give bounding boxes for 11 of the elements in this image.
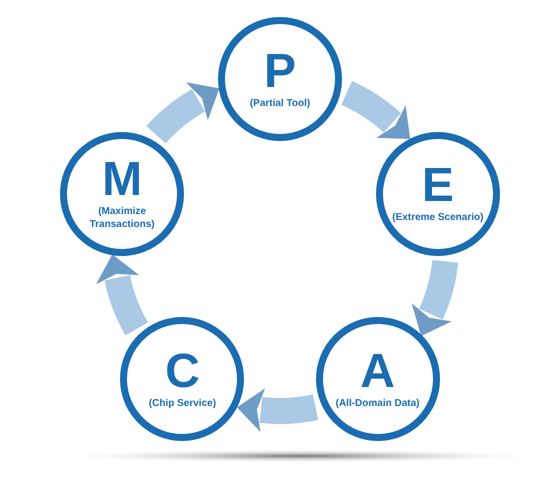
- stage-label: (Chip Service): [148, 396, 216, 410]
- stage-letter: A: [360, 348, 395, 395]
- stage-letter: M: [102, 156, 142, 203]
- stage-label: (Maximize Transactions): [88, 204, 156, 231]
- stage-label: (All-Domain Data): [336, 396, 420, 410]
- stage-letter: E: [422, 163, 454, 210]
- cycle-arrow: [144, 82, 220, 146]
- stage-label: (Extreme Scenario): [392, 211, 484, 224]
- stage-letter: C: [165, 348, 200, 395]
- stage-label: (Partial Tool): [250, 96, 310, 110]
- stage-letter: P: [264, 48, 296, 94]
